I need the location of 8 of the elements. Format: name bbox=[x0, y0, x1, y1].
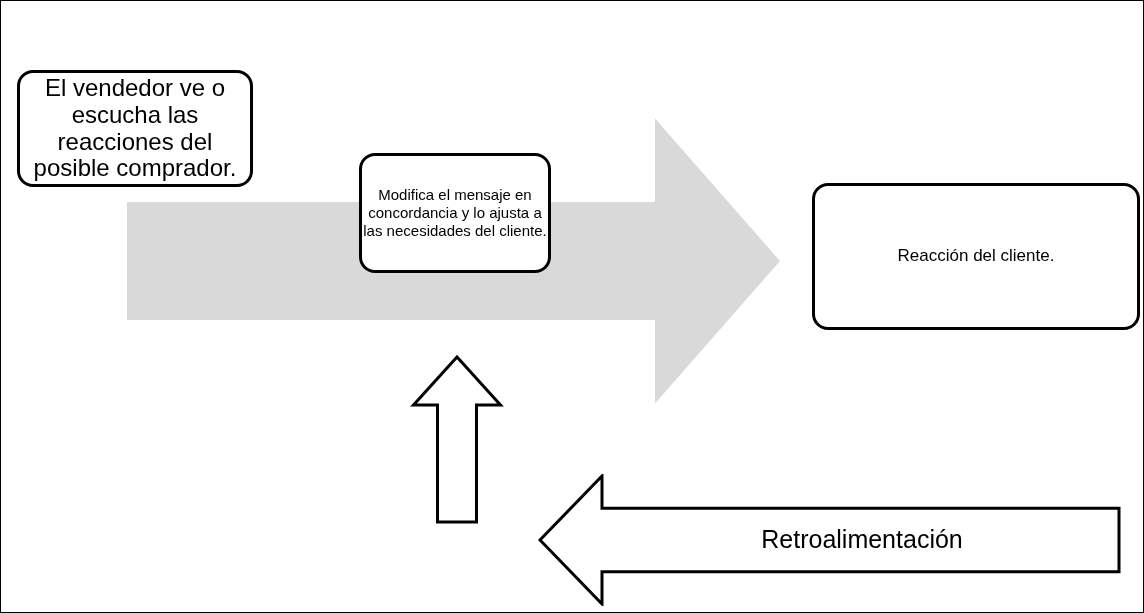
box-text: Reacción del cliente. bbox=[897, 246, 1055, 267]
arrow-label: Retroalimentación bbox=[760, 523, 964, 554]
process-box bbox=[812, 183, 1140, 330]
process-box bbox=[17, 70, 253, 187]
process-box bbox=[359, 153, 551, 273]
block-arrow-shape bbox=[538, 474, 1122, 606]
box-text: El vendedor ve o escucha las reacciones del posible comprador. bbox=[32, 74, 238, 183]
box-text: Modifica el mensaje en concordancia y lo ajusta a las necesidades del cliente. bbox=[362, 186, 548, 240]
